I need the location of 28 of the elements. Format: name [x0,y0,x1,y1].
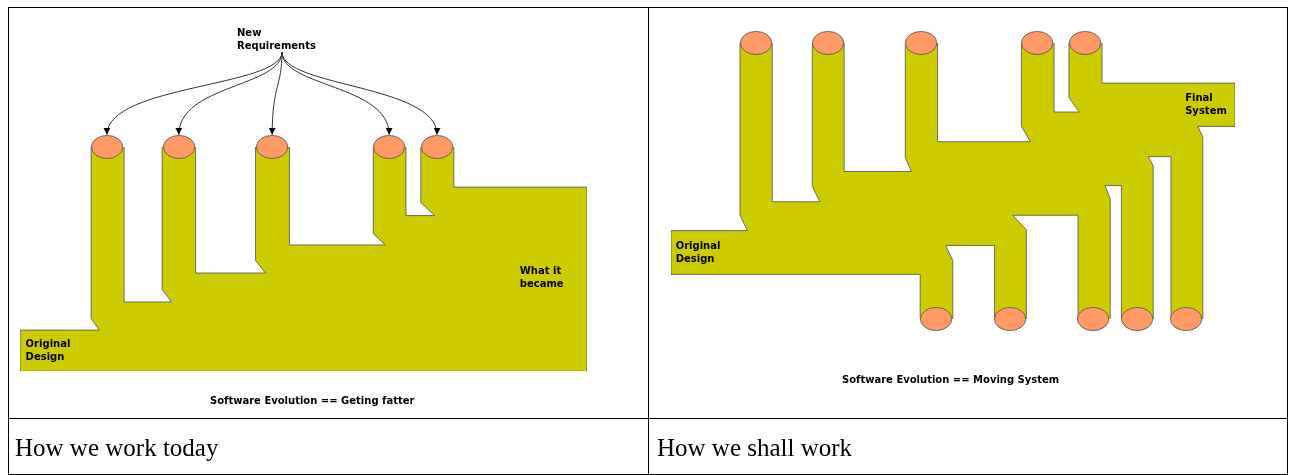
pipe-end-ellipse [1069,30,1102,55]
pipe-end-ellipse [905,30,938,55]
pipe-end-ellipse [1170,307,1203,331]
shape-label: What it became [519,264,565,291]
pipe-shape [19,146,587,372]
pipe-end-ellipse [373,134,406,159]
table-cell-text: How we shall work [657,434,853,462]
pipe-end-ellipse [1021,30,1054,55]
arrow [281,51,439,136]
pipe-end-ellipse [162,134,195,159]
pipe-end-ellipse [739,30,772,55]
shape-label: Original Design [675,238,722,265]
pipe-end-ellipse [90,134,124,159]
shape-label: Final System [1185,90,1228,117]
pipe-end-ellipse [993,307,1027,331]
table-cell-text: How we work today [15,434,219,462]
pipe-end-ellipse [1120,307,1153,331]
pipe-end-ellipse [1076,307,1110,331]
pipe-shape [670,42,1235,319]
pipe-end-ellipse [811,30,844,55]
pipe-end-ellipse [919,307,953,331]
caption: Software Evolution == Moving System [842,373,1060,386]
pipe-end-ellipse [421,134,454,159]
pipe-end-ellipse [256,134,289,159]
caption: Software Evolution == Geting fatter [210,394,415,407]
shape-label: Original Design [25,336,72,363]
arrow [268,51,283,136]
annotation-text: New Requirements [237,26,319,52]
